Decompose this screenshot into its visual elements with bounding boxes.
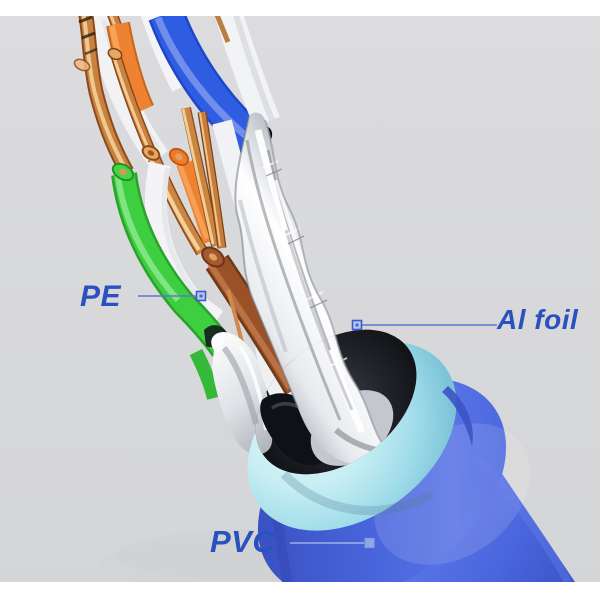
label-pe: PE	[80, 280, 122, 313]
label-al-foil: Al foil	[497, 304, 579, 335]
pvc-marker	[364, 537, 375, 549]
callout-annotations	[138, 290, 497, 549]
copper-conductor	[73, 2, 134, 176]
top-white-strip	[0, 0, 600, 16]
label-pvc: PVC	[210, 524, 276, 559]
copper-conductor	[181, 106, 227, 249]
bottom-white-strip	[0, 582, 600, 600]
blue-wire	[148, 7, 265, 154]
copper-conductor	[107, 47, 156, 153]
jacket-far-lip	[442, 386, 473, 446]
